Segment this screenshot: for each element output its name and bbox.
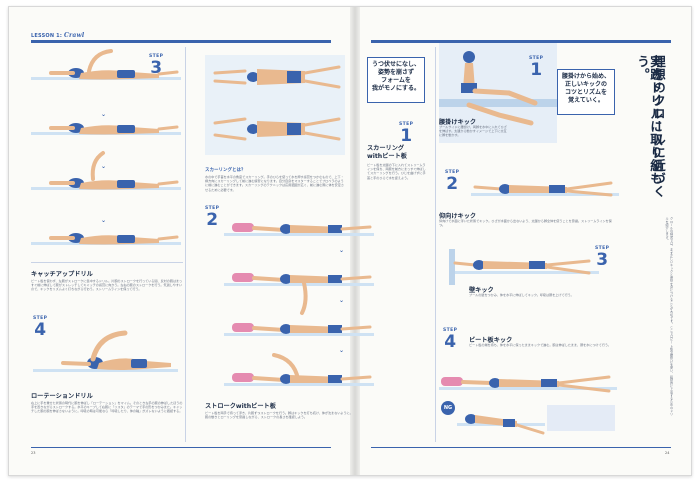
sitting-kick-text: プールサイドに腰掛け、両脚を水中に入れてひざを伸ばす。太腿から動かすイメージで上… — [439, 125, 507, 138]
page-gutter — [350, 7, 360, 475]
sculling-board-text: ビート板を太腿の下に入れてストリームラインを保ち、両腕を前方にまっすぐ伸ばしてス… — [367, 163, 426, 180]
wall-kick-title: 壁キック — [469, 287, 494, 294]
sitting-kick-figure — [439, 43, 557, 143]
center-callout: うつ伏せになし、 姿勢を崩さず フォームを 我がモノにする。 — [367, 57, 425, 103]
intro-vertical-text: クロールの練習では、まず正しいキックと姿勢を身につけることが大切です。ここではビ… — [664, 217, 673, 416]
page-headline: 理想のクロールに近づく 実践ドリルに取り組もう。 — [612, 55, 674, 205]
headline-line2: 実践ドリルに取り組もう。 — [635, 55, 663, 185]
stroke-arrow-3: ⌄ — [339, 347, 345, 354]
headline-line1: 理想のクロールに近づく — [651, 55, 666, 198]
stroke-arrow-2: ⌄ — [339, 297, 345, 304]
left-section-divider — [31, 262, 183, 263]
sequence-arrow-2: ⌄ — [101, 163, 107, 170]
right-page-number: 24 — [665, 451, 670, 455]
overhead-swimmer-figures — [205, 55, 345, 155]
supine-kick-figure — [471, 181, 619, 197]
rotation-drill-title: ローテーションドリル — [31, 393, 93, 400]
rotation-drill-text: 右上に手を乗せた状態の時代に腕を伸ばし「ローテーション」をマイム。そのとき左手の… — [31, 401, 183, 414]
wall-kick-text: プールの壁をつかみ、体を水平に伸ばしてキック。呼吸は顔を上げて行う。 — [469, 293, 574, 297]
right-column-divider — [435, 47, 436, 442]
top-rule-right — [371, 40, 671, 43]
stroke-board-title: ストロークwithビート板 — [205, 403, 276, 410]
ng-badge: NG — [441, 401, 455, 415]
sitting-kick-title: 腰掛けキック — [439, 119, 477, 126]
lesson-label: LESSON 1:Crawl — [31, 32, 85, 39]
left-page-number: 23 — [31, 451, 36, 455]
catchup-drill-title: キャッチアップドリル — [31, 271, 93, 278]
sculling-box-title: スカーリングとは？ — [205, 168, 246, 173]
top-rule-left — [31, 40, 331, 43]
catchup-swimmer-figures — [29, 49, 183, 247]
bottom-rule-right — [371, 447, 671, 448]
sculling-box-text: 水の中で手首を水平の角度でスカーリング。手のひらを使って水を押す感覚をつかむもの… — [205, 175, 344, 192]
supine-kick-text: 仰向けで水面に浮いた状態でキック。ひざが水面から出ないよう、太腿から脚全体を使う… — [439, 219, 612, 228]
sculling-board-title: スカーリング withビート板 — [367, 145, 407, 160]
board-kick-text: ビート板の端を持ち、体を水平に保ったままキックで進む。腕は伸ばしたまま、顔を水に… — [469, 343, 611, 347]
board-kick-figure — [439, 375, 617, 393]
ng-note-box — [547, 405, 615, 431]
ng-swimmer-figure — [457, 414, 545, 435]
sequence-arrow-1: ⌄ — [101, 111, 107, 118]
stroke-board-figures — [222, 223, 376, 388]
stroke-arrow-1: ⌄ — [339, 247, 345, 254]
left-column-divider — [185, 47, 186, 442]
supine-kick-title: 仰向けキック — [439, 213, 477, 220]
board-kick-title: ビート板キック — [469, 337, 513, 344]
right-callout: 腰掛けから始め、 正しいキックの コツとリズムを 覚えていく。 — [557, 69, 615, 115]
catchup-drill-text: ビート板を使わず、左腕がストロークに集中するドリル。片腕のストロークを行っている… — [31, 279, 183, 292]
stroke-board-text: ビート板を両手で持って浮き、片腕ずつストロークを行う。脚はキックを打ち続け、体が… — [205, 411, 353, 420]
bottom-rule-left — [31, 447, 331, 448]
rotation-swimmer-figure — [33, 330, 178, 372]
sequence-arrow-3: ⌄ — [101, 217, 107, 224]
wall-kick-figure — [449, 249, 599, 285]
